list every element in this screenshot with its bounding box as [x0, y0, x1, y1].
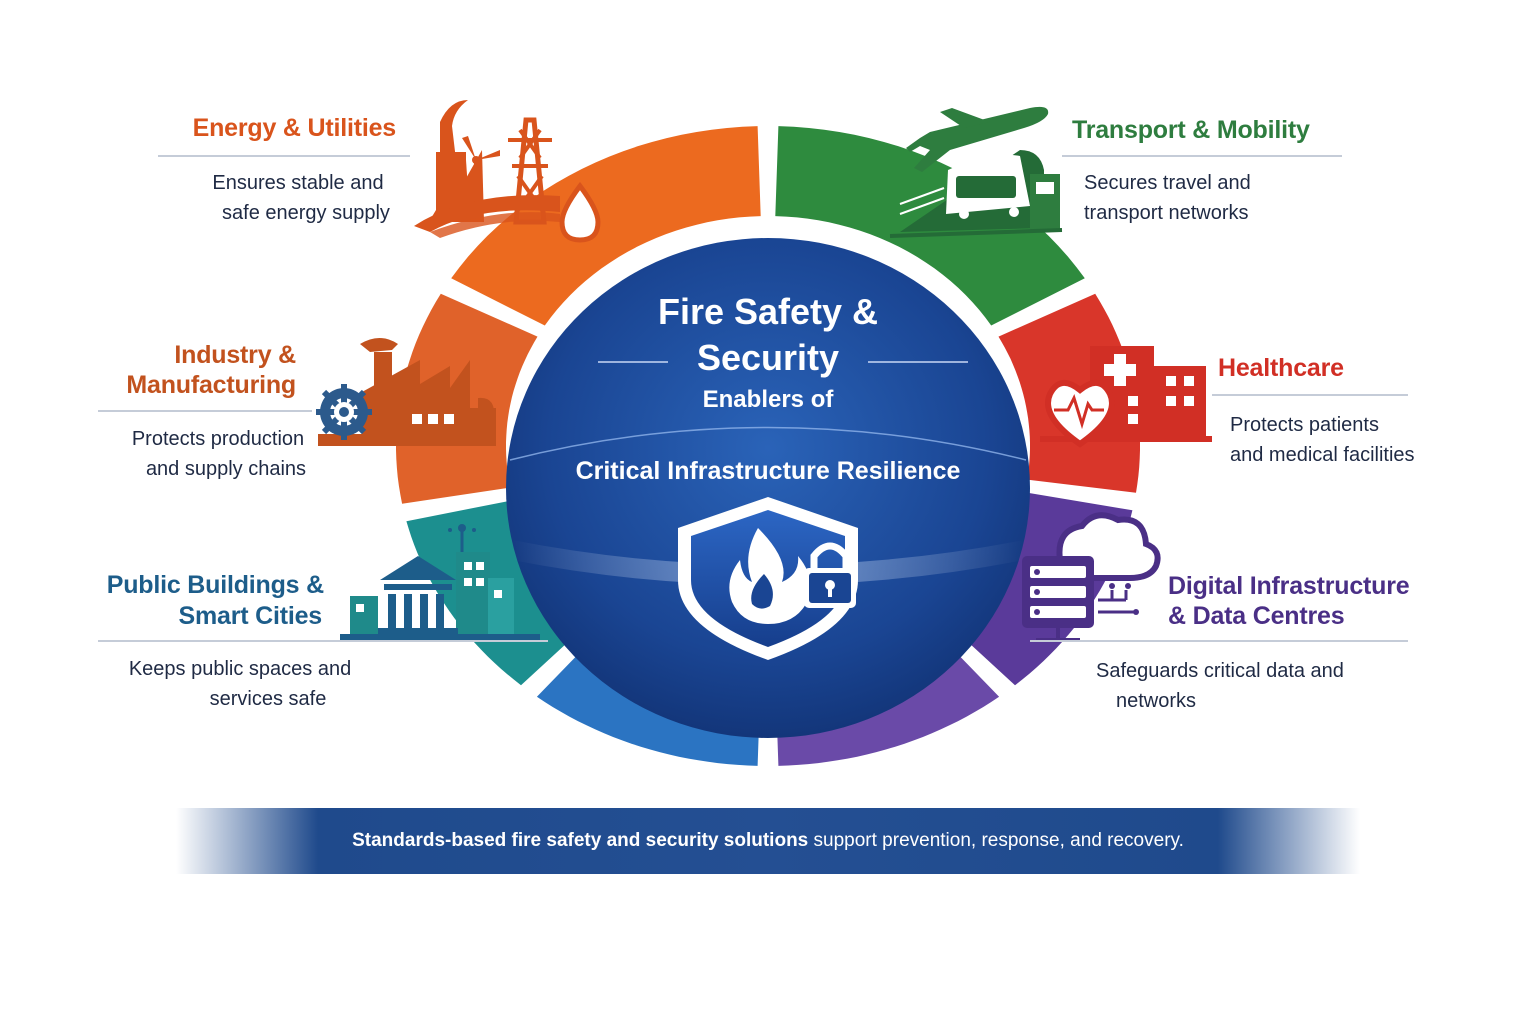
digital-desc-line2: networks [1116, 690, 1197, 712]
industry-title-line1: Industry & [174, 341, 296, 369]
industry-desc-line1: Protects production [131, 428, 305, 450]
digital-desc-line1: Safeguards critical data and [1096, 660, 1344, 682]
digital-rule [1030, 640, 1408, 642]
energy-title: Energy & Utilities [192, 114, 397, 142]
footer-bold-text: Standards-based fire safety and security… [352, 830, 809, 851]
ring-segment-energy [451, 126, 761, 326]
transport-title: Transport & Mobility [1072, 116, 1310, 144]
plane-train-icon [889, 106, 1063, 238]
public-title-line1: Public Buildings & [106, 571, 324, 599]
city-building-icon [340, 524, 540, 640]
footer-rest-text: support prevention, response, and recove… [808, 830, 1184, 851]
industry-title-line2: Manufacturing [126, 371, 296, 399]
footer-banner: Standards-based fire safety and security… [176, 808, 1360, 874]
factory-gear-icon [316, 338, 496, 446]
energy-desc-line1: Ensures stable and [212, 172, 384, 194]
public-rule [98, 640, 548, 642]
hospital-heart-icon [1040, 346, 1212, 448]
transport-rule [1062, 155, 1342, 157]
digital-title-line1: Digital Infrastructure [1168, 572, 1410, 600]
center-disc [506, 238, 1030, 738]
public-desc-line2: services safe [209, 688, 327, 710]
power-plant-icon [414, 100, 601, 243]
center-title-line2: Security [696, 337, 840, 378]
healthcare-title: Healthcare [1218, 354, 1344, 382]
center-arc [509, 426, 1027, 461]
industry-rule [98, 410, 312, 412]
healthcare-desc-line1: Protects patients [1230, 414, 1379, 436]
healthcare-desc-line2: and medical facilities [1230, 444, 1415, 466]
industry-desc-line2: and supply chains [145, 458, 307, 480]
transport-desc-line1: Secures travel and [1084, 172, 1251, 194]
public-desc-line1: Keeps public spaces and [128, 658, 352, 680]
digital-title-line2: & Data Centres [1168, 602, 1345, 630]
transport-desc-line2: transport networks [1084, 202, 1249, 224]
center-subtitle: Enablers of [702, 386, 834, 413]
healthcare-rule [1212, 394, 1408, 396]
energy-desc-line2: safe energy supply [222, 202, 390, 224]
energy-rule [158, 155, 410, 157]
center-tagline: Critical Infrastructure Resilience [575, 457, 961, 485]
shield-flame-lock-icon [678, 497, 858, 660]
light-beam [512, 540, 1024, 585]
public-title-line2: Smart Cities [178, 602, 323, 630]
center-title-line1: Fire Safety & [657, 291, 879, 332]
server-cloud-icon [1022, 512, 1161, 642]
